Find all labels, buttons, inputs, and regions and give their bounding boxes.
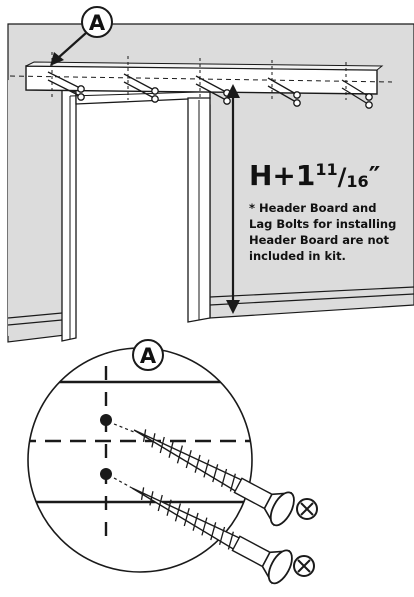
baseboard-left	[7, 312, 63, 326]
height-dimension-label: H+111/16″	[249, 159, 380, 192]
doorway-opening	[76, 98, 188, 338]
header-lag-bolts	[47, 71, 373, 109]
pilot-hole-upper	[100, 414, 112, 426]
door-frame-inner-top	[69, 91, 200, 97]
callout-a-detail-label: A	[140, 344, 157, 368]
note-line-4: included in kit.	[249, 249, 346, 263]
note-line-3: Header Board are not	[249, 233, 390, 247]
bolt-pair-5	[341, 79, 373, 109]
baseboard-right	[209, 286, 414, 306]
dim-suffix: ″	[369, 162, 381, 192]
bolt-pair-1	[47, 71, 85, 101]
callout-a-top-label: A	[89, 11, 106, 35]
bolt-pair-2	[123, 73, 159, 103]
detail-content	[28, 348, 252, 540]
lag-bolt-lower-icon	[131, 487, 293, 585]
phillips-head-icon	[296, 498, 318, 520]
callout-a-detail: A	[132, 339, 164, 371]
dim-num: 11	[315, 160, 337, 179]
dim-slash: /	[338, 163, 347, 191]
bolt-pair-4	[267, 77, 301, 107]
height-dimension-arrow	[226, 84, 240, 314]
pilot-hole-lower	[100, 468, 112, 480]
dim-main: H+1	[249, 159, 315, 192]
phillips-head-lower-icon	[293, 555, 315, 577]
note-line-2: Lag Bolts for installing	[249, 217, 396, 231]
wall-left-panel	[8, 80, 62, 336]
dim-den: 16	[346, 172, 368, 191]
header-board-top-edge	[25, 61, 384, 71]
lag-bolt-icon	[133, 429, 295, 527]
note-line-1: * Header Board and	[249, 201, 376, 215]
callout-a-top: A	[50, 6, 113, 66]
